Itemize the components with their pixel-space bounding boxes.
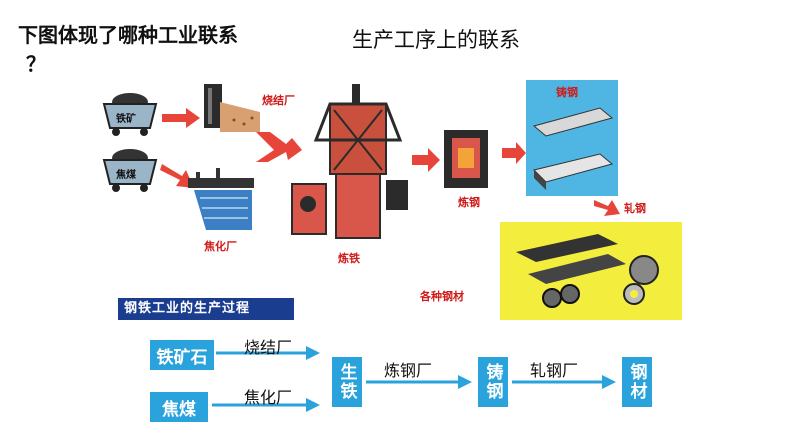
rolling-arrow-label: 轧钢厂 [530, 357, 578, 381]
steel-slab-icon [530, 100, 616, 192]
coal-cart-label: 焦煤 [116, 166, 136, 181]
coking-plant-label: 焦化厂 [204, 238, 237, 254]
arrow-to-casting-icon [502, 142, 528, 164]
answer-text: 生产工序上的联系 [352, 24, 520, 54]
iron-ore-box: 铁矿石 [150, 340, 214, 370]
steel-box: 钢材 [622, 357, 652, 407]
steel-products-label: 各种钢材 [420, 288, 464, 304]
sintering-plant-icon [200, 82, 262, 136]
question-mark: ？ [26, 48, 46, 77]
coke-arrow-label: 焦化厂 [244, 384, 292, 408]
arrow-to-rolling-icon [594, 196, 624, 218]
iron-ore-cart-label: 铁矿 [116, 110, 136, 125]
casting-label: 铸钢 [556, 84, 578, 100]
arrow-to-steelmaking-icon [412, 148, 442, 172]
rolling-label: 轧钢 [624, 200, 646, 216]
process-banner: 钢铁工业的生产过程 [118, 298, 294, 320]
sinter-arrow-label: 烧结厂 [244, 334, 292, 358]
steel-smelting-label: 炼钢 [458, 194, 480, 210]
steel-furnace-icon [442, 128, 490, 190]
pig-iron-box: 生铁 [332, 357, 362, 407]
question-text: 下图体现了哪种工业联系 [18, 22, 238, 48]
coking-plant-icon [186, 168, 256, 236]
coking-coal-box: 焦煤 [150, 392, 208, 422]
steel-products-icon [508, 228, 678, 316]
blast-furnace-icon [290, 80, 414, 244]
iron-smelting-label: 炼铁 [338, 250, 360, 266]
cast-steel-box: 铸钢 [478, 357, 508, 407]
steelmaking-arrow-label: 炼钢厂 [384, 357, 432, 381]
